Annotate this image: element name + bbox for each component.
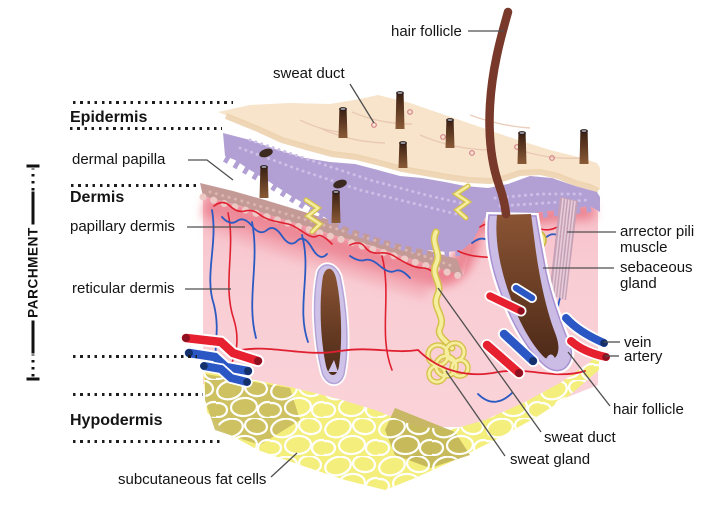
label-subcutaneous-fat-cells: subcutaneous fat cells [118, 471, 267, 488]
label-sebaceous-gland: sebaceous gland [620, 259, 693, 292]
follicle-papilla [545, 354, 556, 367]
rail-dots [31, 354, 35, 377]
label-arrector-pili-muscle: arrector pili muscle [620, 223, 695, 256]
small-hair-follicle [312, 262, 350, 386]
label-hair-follicle-top: hair follicle [391, 23, 462, 40]
follicle-root [496, 214, 559, 360]
boundary-vessels [231, 347, 586, 403]
dotted-separator [73, 440, 220, 443]
leader-lines [185, 30, 620, 478]
dotted-separator [73, 393, 203, 396]
parchment-rail: PARCHMENT [25, 158, 42, 388]
skin-surface [218, 95, 600, 190]
dotted-separator [73, 355, 197, 358]
papillary-band [200, 183, 463, 276]
label-hypodermis: Hypodermis [70, 412, 163, 429]
fat-cells-texture [203, 352, 599, 490]
label-sweat-duct-top: sweat duct [273, 65, 345, 82]
label-dermal-papilla: dermal papilla [72, 151, 166, 168]
rail-tick [26, 377, 40, 381]
follicle-hole [259, 148, 273, 158]
label-sweat-gland: sweat gland [510, 451, 591, 468]
hair-shaft [485, 7, 513, 219]
follicle-hole [333, 179, 347, 189]
rail-line [31, 191, 35, 225]
label-reticular-dermis: reticular dermis [72, 280, 175, 297]
rail-tick [26, 164, 40, 168]
dotted-separator [73, 101, 233, 104]
label-hair-follicle-right: hair follicle [613, 401, 684, 418]
basal-band [223, 133, 600, 252]
cut-hair-stubs [259, 91, 589, 223]
rail-dots [31, 168, 35, 191]
label-papillary-dermis: papillary dermis [70, 218, 176, 235]
sweat-duct-and-gland [303, 183, 473, 385]
vessel-tubes [179, 283, 612, 388]
label-artery: artery [624, 348, 663, 365]
rail-line [31, 320, 35, 354]
label-sweat-duct-bottom: sweat duct [544, 429, 616, 446]
parchment-label: PARCHMENT [25, 227, 41, 318]
dotted-separator [71, 184, 197, 187]
epidermis-surface-layer [218, 95, 600, 194]
arrector-pili-muscle [549, 197, 578, 300]
dotted-separator [70, 127, 222, 130]
label-dermis: Dermis [70, 189, 125, 206]
surface-front-rim [224, 113, 600, 194]
label-vein: vein [624, 334, 652, 351]
label-epidermis: Epidermis [70, 109, 148, 126]
hypodermis-fat [203, 352, 599, 490]
